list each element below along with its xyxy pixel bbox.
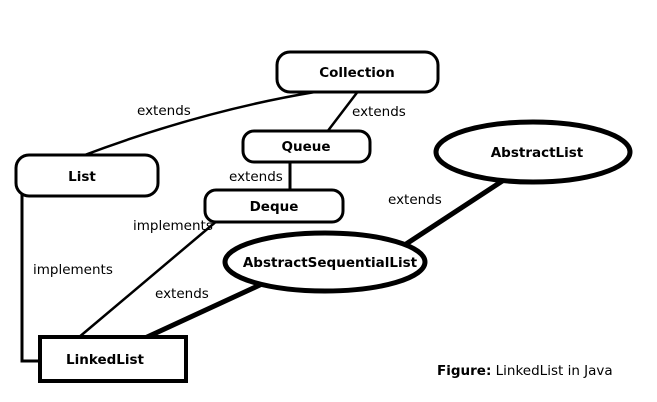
edge-label-asl-extends: extends: [388, 192, 442, 208]
node-queue-label: Queue: [281, 139, 330, 155]
edge-label-linkedlist-extends: extends: [155, 286, 209, 302]
edge-label-implements-list: implements: [33, 262, 113, 278]
edge-label-queue-extends: extends: [352, 104, 406, 120]
node-list: [14, 153, 160, 198]
figure-caption-label: Figure:: [437, 363, 491, 379]
edge-list-extends-collection: [80, 90, 317, 158]
edge-label-implements-deque: implements: [133, 218, 213, 234]
edge-asl-extends-abstractlist: [397, 173, 513, 251]
edge-linkedlist-extends-asl: [142, 281, 265, 341]
node-linked-list: [38, 335, 188, 383]
node-abstract-sequential-list: [222, 230, 428, 294]
node-queue: [241, 129, 372, 164]
edge-linkedlist-implements-list: [20, 192, 44, 363]
node-abstract-list-label: AbstractList: [491, 145, 584, 161]
node-abstract-list: [433, 119, 633, 185]
node-deque-label: Deque: [250, 199, 299, 215]
node-collection: [275, 50, 440, 94]
node-abstract-sequential-list-label: AbstractSequentialList: [243, 255, 418, 271]
edge-label-deque-extends: extends: [229, 169, 283, 185]
edge-linkedlist-implements-deque: [76, 218, 220, 340]
node-list-label: List: [68, 169, 96, 185]
node-collection-label: Collection: [319, 65, 395, 81]
edge-label-list-extends: extends: [137, 103, 191, 119]
figure-caption: Figure: LinkedList in Java: [437, 363, 613, 379]
node-deque: [203, 188, 345, 224]
edge-queue-extends-collection: [325, 88, 361, 134]
figure-caption-text: LinkedList in Java: [491, 363, 612, 379]
node-linked-list-label: LinkedList: [66, 352, 145, 368]
